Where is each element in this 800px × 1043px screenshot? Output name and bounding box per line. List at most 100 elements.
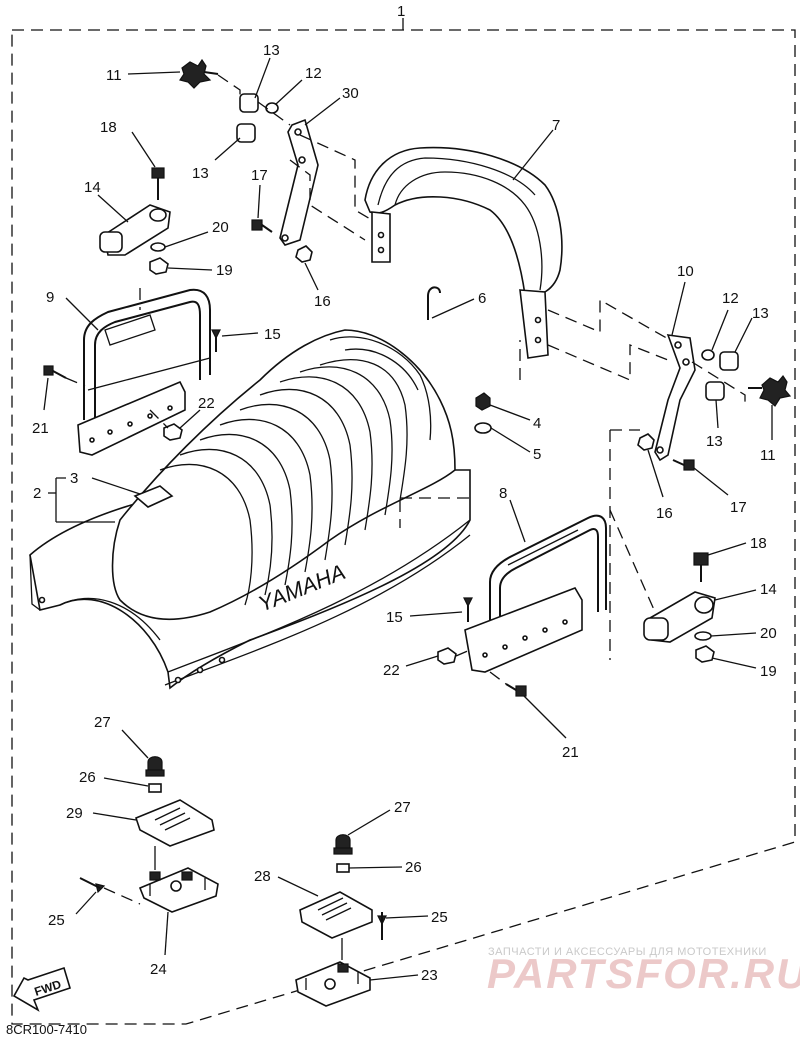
- callout-23: 23: [421, 967, 438, 984]
- callout-30: 30: [342, 85, 359, 102]
- watermark-logo: PARTSFOR.RU: [487, 950, 800, 997]
- callout-7: 7: [552, 117, 560, 134]
- seat-part-2: YAMAHA: [29, 329, 471, 690]
- spacer-part-13-left-b: [236, 123, 256, 143]
- callout-12b: 12: [722, 290, 739, 307]
- bolt-part-18-left: [151, 167, 165, 200]
- callout-12a: 12: [305, 65, 322, 82]
- washer-part-20-right: [694, 631, 712, 641]
- latch-base-part-24: [138, 867, 219, 913]
- callout-21a: 21: [32, 420, 49, 437]
- bolt-part-21-left: [43, 365, 67, 379]
- nut-part-16-left: [295, 245, 313, 263]
- callout-14a: 14: [84, 179, 101, 196]
- callout-27b: 27: [394, 799, 411, 816]
- nut-part-22-left: [163, 423, 183, 441]
- callout-15b: 15: [386, 609, 403, 626]
- spacer-part-13-right-b: [705, 381, 725, 401]
- grab-bar-part-8: [464, 514, 607, 673]
- callout-9: 9: [46, 289, 54, 306]
- callout-26b: 26: [405, 859, 422, 876]
- latch-cover-part-29: [135, 799, 215, 847]
- callout-20a: 20: [212, 219, 229, 236]
- callout-8: 8: [499, 485, 507, 502]
- washer-part-20-left: [150, 242, 166, 252]
- callout-28: 28: [254, 868, 271, 885]
- callout-10: 10: [677, 263, 694, 280]
- nut-part-19-right: [695, 645, 715, 663]
- washer-part-26-left: [148, 783, 162, 793]
- clamp-part-14-right: [643, 591, 716, 643]
- callout-2-3-leaders: [48, 477, 141, 523]
- callout-29: 29: [66, 805, 83, 822]
- knob-part-11-left: [179, 58, 219, 89]
- grab-bar-part-9: [77, 288, 211, 456]
- nut-part-19-left: [149, 257, 169, 275]
- hook-part-6: [427, 286, 441, 320]
- callout-27a: 27: [94, 714, 111, 731]
- screw-part-15-right: [463, 597, 473, 622]
- callout-15a: 15: [264, 326, 281, 343]
- knob-part-11-right: [748, 374, 792, 407]
- spacer-part-13-right-a: [719, 351, 739, 371]
- callout-13d: 13: [706, 433, 723, 450]
- callout-13c: 13: [752, 305, 769, 322]
- bracket-arm-part-30: [279, 118, 319, 246]
- bolt-part-21-right: [505, 683, 527, 697]
- callout-11a: 11: [106, 67, 122, 84]
- latch-base-part-23: [295, 961, 371, 1007]
- callout-21b: 21: [562, 744, 579, 761]
- callout-25b: 25: [431, 909, 448, 926]
- callout-3: 3: [70, 470, 78, 487]
- fwd-arrow-icon: [12, 966, 71, 1012]
- backrest-part-7: [364, 146, 563, 359]
- screw-part-25-left: [79, 877, 106, 894]
- bracket-arm-part-10: [654, 334, 696, 462]
- cap-nut-part-27-left: [145, 756, 165, 777]
- latch-cover-part-28: [299, 891, 373, 939]
- nut-part-22-right: [437, 647, 457, 665]
- drawing-code: 8CR100-7410: [6, 1022, 87, 1037]
- callout-20b: 20: [760, 625, 777, 642]
- callout-2: 2: [33, 485, 41, 502]
- spacer-part-13-left-a: [239, 93, 259, 113]
- callout-16b: 16: [656, 505, 673, 522]
- callout-24: 24: [150, 961, 167, 978]
- bolt-part-18-right: [693, 552, 709, 582]
- screw-part-25-right: [377, 912, 387, 940]
- callout-22b: 22: [383, 662, 400, 679]
- clamp-part-14-left: [99, 204, 171, 256]
- callout-14b: 14: [760, 581, 777, 598]
- callout-22a: 22: [198, 395, 215, 412]
- callout-18b: 18: [750, 535, 767, 552]
- washer-part-5: [474, 422, 492, 434]
- washer-part-12-left: [265, 102, 279, 114]
- callout-18a: 18: [100, 119, 117, 136]
- callout-19a: 19: [216, 262, 233, 279]
- nut-part-16-right: [637, 433, 655, 451]
- callout-11b: 11: [760, 447, 776, 464]
- seat-emblem-part-3: [133, 485, 174, 508]
- bolt-part-17-right: [672, 459, 695, 471]
- washer-part-26-right: [336, 863, 350, 873]
- nut-part-4: [475, 392, 491, 411]
- assembly-boundary: [11, 18, 796, 1025]
- washer-part-12-right: [701, 349, 715, 361]
- screw-part-15-left: [211, 329, 221, 352]
- callout-13b: 13: [192, 165, 209, 182]
- callout-25a: 25: [48, 912, 65, 929]
- callout-16a: 16: [314, 293, 331, 310]
- callout-19b: 19: [760, 663, 777, 680]
- callout-26a: 26: [79, 769, 96, 786]
- assembly-number: 1: [397, 3, 405, 20]
- callout-4: 4: [533, 415, 541, 432]
- callout-5: 5: [533, 446, 541, 463]
- callout-17b: 17: [730, 499, 747, 516]
- watermark-tagline: ЗАПЧАСТИ И АКСЕССУАРЫ ДЛЯ МОТОТЕХНИКИ: [488, 946, 767, 958]
- callout-6: 6: [478, 290, 486, 307]
- cap-nut-part-27-right: [333, 834, 353, 855]
- callout-13a: 13: [263, 42, 280, 59]
- bolt-part-17-left: [251, 219, 273, 233]
